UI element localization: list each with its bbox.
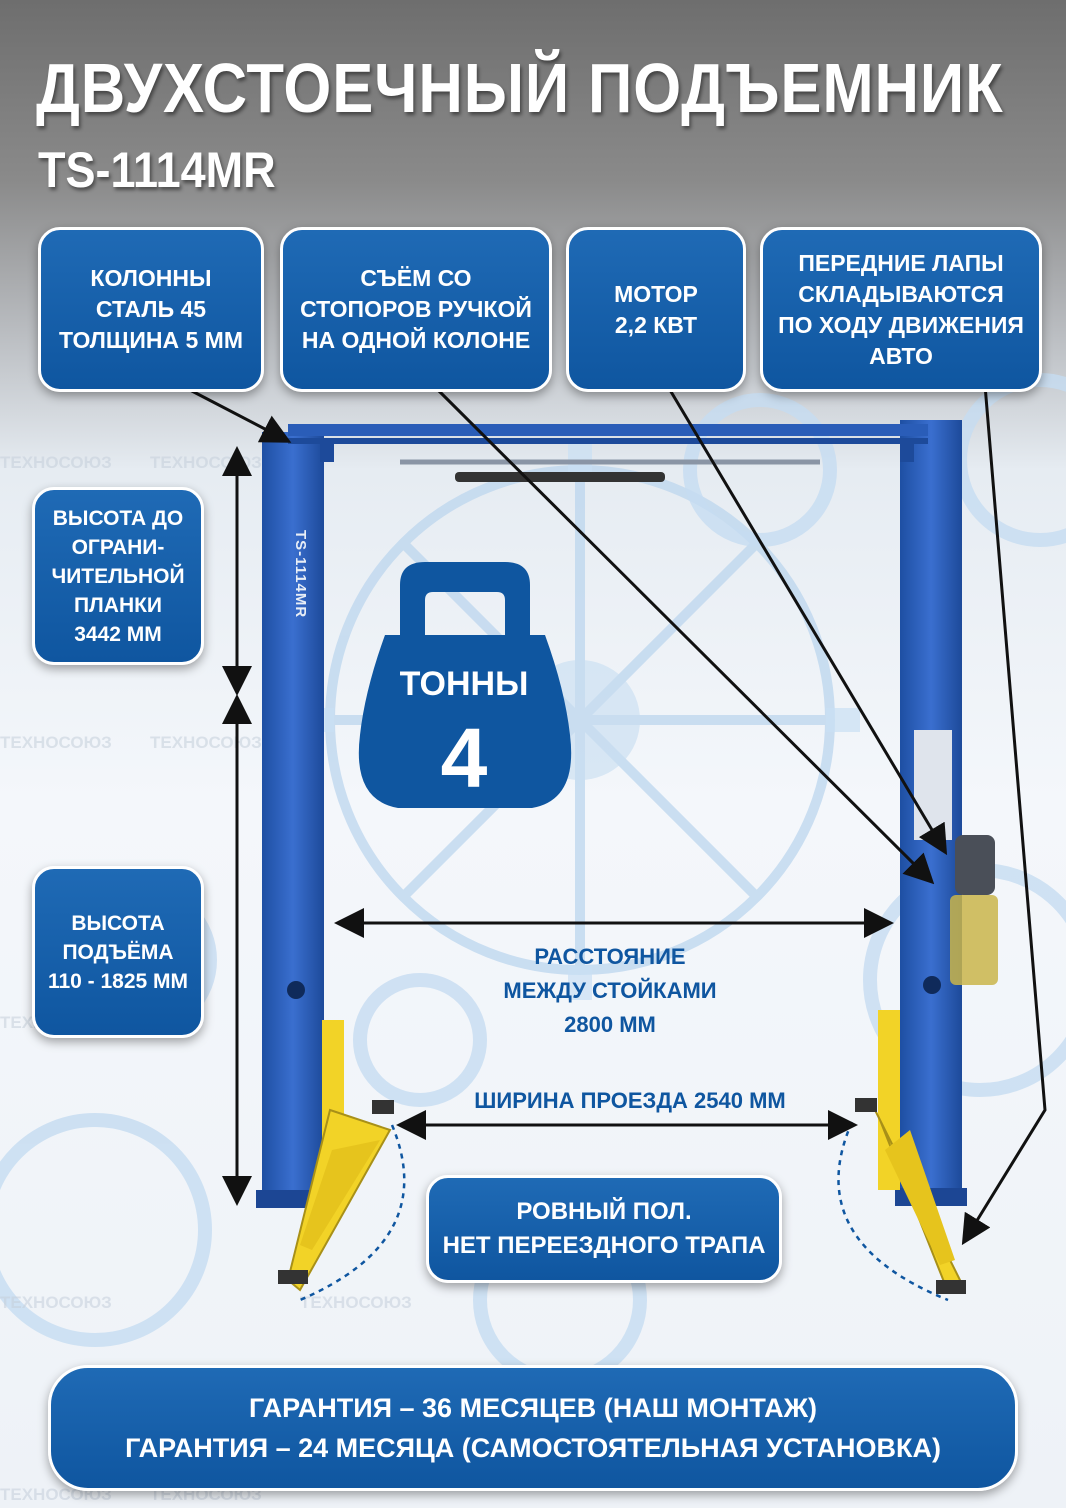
dimension-arrows	[222, 446, 894, 1206]
feature-arms-text: ПЕРЕДНИЕ ЛАПЫ СКЛАДЫВАЮТСЯ ПО ХОДУ ДВИЖЕ…	[778, 249, 1024, 369]
max-height-text: ВЫСОТА ДО ОГРАНИ- ЧИТЕЛЬНОЙ ПЛАНКИ 3442 …	[51, 506, 185, 646]
post-model-label: TS-1114MR	[292, 530, 309, 619]
floor-card: РОВНЫЙ ПОЛ. НЕТ ПЕРЕЕЗДНОГО ТРАПА	[426, 1175, 782, 1283]
lift-illustration	[256, 420, 998, 1302]
hydraulic-tank	[950, 895, 998, 985]
drive-width-label: ШИРИНА ПРОЕЗДА 2540 ММ	[474, 1088, 786, 1113]
feature-release-text: СЪЁМ СО СТОПОРОВ РУЧКОЙ НА ОДНОЙ КОЛОНЕ	[300, 265, 532, 353]
warranty-line-2: ГАРАНТИЯ – 24 МЕСЯЦА (САМОСТОЯТЕЛЬНАЯ УС…	[125, 1433, 941, 1463]
feature-release-card: СЪЁМ СО СТОПОРОВ РУЧКОЙ НА ОДНОЙ КОЛОНЕ	[280, 227, 552, 392]
kettlebell-icon	[358, 562, 572, 808]
feature-columns-text: КОЛОННЫ СТАЛЬ 45 ТОЛЩИНА 5 ММ	[58, 265, 243, 353]
callout-arrows	[189, 384, 1047, 1246]
svg-text:ТЕХНОСОЮЗ: ТЕХНОСОЮЗ	[150, 733, 262, 752]
svg-text:ТЕХНОСОЮЗ: ТЕХНОСОЮЗ	[150, 453, 262, 472]
svg-text:ТЕХНОСОЮЗ: ТЕХНОСОЮЗ	[300, 1293, 412, 1312]
floor-text: РОВНЫЙ ПОЛ. НЕТ ПЕРЕЕЗДНОГО ТРАПА	[442, 1198, 766, 1259]
svg-text:ТЕХНОСОЮЗ: ТЕХНОСОЮЗ	[0, 453, 112, 472]
feature-motor-card: МОТОР 2,2 кВт	[566, 227, 746, 392]
motor-icon	[955, 835, 995, 895]
max-height-card: ВЫСОТА ДО ОГРАНИ- ЧИТЕЛЬНОЙ ПЛАНКИ 3442 …	[32, 487, 204, 665]
warranty-banner: ГАРАНТИЯ – 36 МЕСЯЦЕВ (НАШ МОНТАЖ) ГАРАН…	[48, 1365, 1018, 1491]
capacity-unit: ТОННЫ	[399, 665, 529, 703]
feature-columns-card: КОЛОННЫ СТАЛЬ 45 ТОЛЩИНА 5 ММ	[38, 227, 264, 392]
svg-text:ТЕХНОСОЮЗ: ТЕХНОСОЮЗ	[0, 1293, 112, 1312]
lift-height-card: ВЫСОТА ПОДЪЁМА 110 - 1825 ММ	[32, 866, 204, 1038]
between-posts-label: РАССТОЯНИЕ МЕЖДУ СТОЙКАМИ 2800 ММ	[503, 944, 717, 1037]
left-post	[262, 432, 324, 1207]
feature-motor-text: МОТОР 2,2 кВт	[614, 280, 698, 338]
feature-arms-card: ПЕРЕДНИЕ ЛАПЫ СКЛАДЫВАЮТСЯ ПО ХОДУ ДВИЖЕ…	[760, 227, 1042, 392]
svg-text:ТЕХНОСОЮЗ: ТЕХНОСОЮЗ	[0, 733, 112, 752]
warranty-line-1: ГАРАНТИЯ – 36 МЕСЯЦЕВ (НАШ МОНТАЖ)	[248, 1393, 818, 1423]
page-title: ДВУХСТОЕЧНЫЙ ПОДЪЕМНИК	[36, 49, 1004, 127]
capacity-value: 4	[440, 711, 488, 805]
lift-height-text: ВЫСОТА ПОДЪЁМА 110 - 1825 ММ	[47, 911, 189, 993]
top-beam	[288, 424, 928, 436]
model-name: TS-1114MR	[38, 142, 276, 198]
